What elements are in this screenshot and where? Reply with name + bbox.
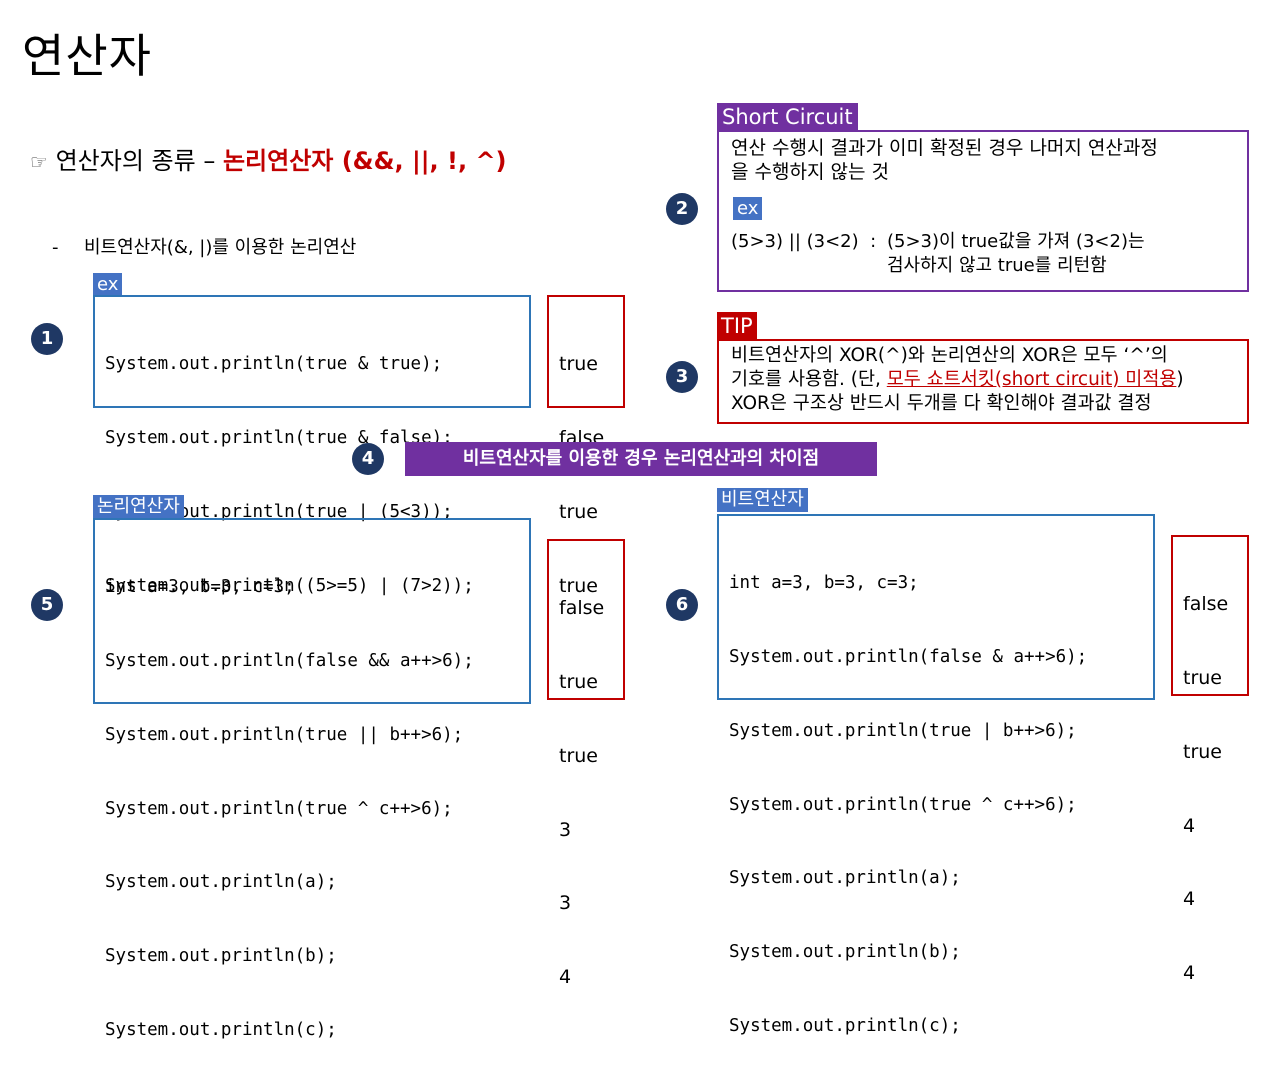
code-line: System.out.println(true & false); [105,427,453,448]
example-desc: 검사하지 않고 true를 리턴함 [887,255,1107,276]
info-line: 연산 수행시 결과가 이미 확정된 경우 나머지 연산과정 [731,137,1158,159]
code-block-6: int a=3, b=3, c=3; System.out.println(fa… [717,514,1155,1036]
output-line: true [559,353,598,376]
code-line: System.out.println(b); [105,946,337,967]
tip-tag: TIP [717,312,757,340]
subtitle-highlight: 논리연산자 (&&, ||, !, ^) [222,147,507,175]
ex-tag-1: ex [93,273,123,297]
example-expression: (5>3) || (3<2) : [731,231,877,252]
output-block-6: false true true 4 4 4 [1171,535,1249,984]
output-line: false [1183,593,1229,616]
output-line: 3 [559,892,572,915]
code-line: System.out.println(false & a++>6); [729,646,1088,667]
output-line: 4 [1183,814,1196,837]
output-line: 4 [559,966,572,989]
step-number-3: 3 [666,361,698,393]
output-line: true [1183,666,1222,689]
code-line: System.out.println(b); [729,942,961,963]
code-line: int a=3, b=3, c=3; [729,573,919,594]
step-number-4: 4 [352,443,384,475]
info-line: 을 수행하지 않는 것 [731,161,889,183]
code-line: System.out.println(true ^ c++>6); [729,794,1077,815]
code-line: System.out.println(false && a++>6); [105,650,474,671]
subtitle-text: 연산자의 종류 – [55,147,223,175]
short-circuit-box: 연산 수행시 결과가 이미 확정된 경우 나머지 연산과정 을 수행하지 않는 … [717,130,1249,292]
tip-line: 비트연산자의 XOR(^)와 논리연산의 XOR은 모두 ‘^’의 [731,345,1168,366]
output-line: true [559,670,598,693]
example-desc: (5>3)이 true값을 가져 (3<2)는 [887,231,1145,252]
code-line: System.out.println(true & true); [105,354,443,375]
output-line: false [559,597,605,620]
code-block-1: System.out.println(true & true); System.… [93,295,531,596]
tip-box: 비트연산자의 XOR(^)와 논리연산의 XOR은 모두 ‘^’의 기호를 사용… [717,339,1249,424]
section-subtitle: ☞ 연산자의 종류 – 논리연산자 (&&, ||, !, ^) [30,141,507,176]
logical-operator-tag: 논리연산자 [93,495,184,519]
tip-line: 기호를 사용함. (단, 모두 쇼트서킷(short circuit) 미적용) [731,369,1184,390]
output-line: true [559,500,598,523]
output-block-1: true false true true [547,295,625,597]
code-line: System.out.println(c); [105,1019,337,1040]
page-title: 연산자 [22,29,152,83]
output-line: true [559,574,598,597]
ex-tag-2: ex [733,197,763,220]
code-line: System.out.println(true | (5<3)); [105,501,453,522]
tip-emphasis: 모두 쇼트서킷(short circuit) 미적용 [886,369,1177,390]
bullet-text: 비트연산자(&, |)를 이용한 논리연산 [84,237,357,258]
pointing-hand-icon: ☞ [30,150,48,174]
tip-line: XOR은 구조상 반드시 두개를 다 확인해야 결과값 결정 [731,393,1152,414]
code-line: System.out.println(a); [729,868,961,889]
bullet-line: - 비트연산자(&, |)를 이용한 논리연산 [52,233,356,259]
code-line: int a=3, b=3, c=3; [105,577,295,598]
short-circuit-example: (5>3) || (3<2) : (5>3)이 true값을 가져 (3<2)는… [731,230,1235,278]
code-line: System.out.println(a); [105,872,337,893]
step-number-5: 5 [31,589,63,621]
output-block-5: false true true 3 3 4 [547,539,625,988]
output-line: 3 [559,818,572,841]
code-line: System.out.println((5>=5) | (7>2)); [105,575,474,596]
step-number-2: 2 [666,193,698,225]
code-line: System.out.println(true ^ c++>6); [105,798,453,819]
short-circuit-tag: Short Circuit [717,103,858,131]
output-line: true [1183,740,1222,763]
bitwise-operator-tag: 비트연산자 [717,488,808,512]
difference-banner: 비트연산자를 이용한 경우 논리연산과의 차이점 [405,442,877,476]
output-line: 4 [1183,888,1196,911]
output-line: true [559,744,598,767]
code-line: System.out.println(true || b++>6); [105,724,464,745]
bullet-dash: - [52,237,59,258]
step-number-1: 1 [31,323,63,355]
output-line: 4 [1183,962,1196,985]
step-number-6: 6 [666,589,698,621]
code-line: System.out.println(c); [729,1015,961,1036]
code-line: System.out.println(true | b++>6); [729,720,1077,741]
code-block-5: int a=3, b=3, c=3; System.out.println(fa… [93,518,531,1040]
